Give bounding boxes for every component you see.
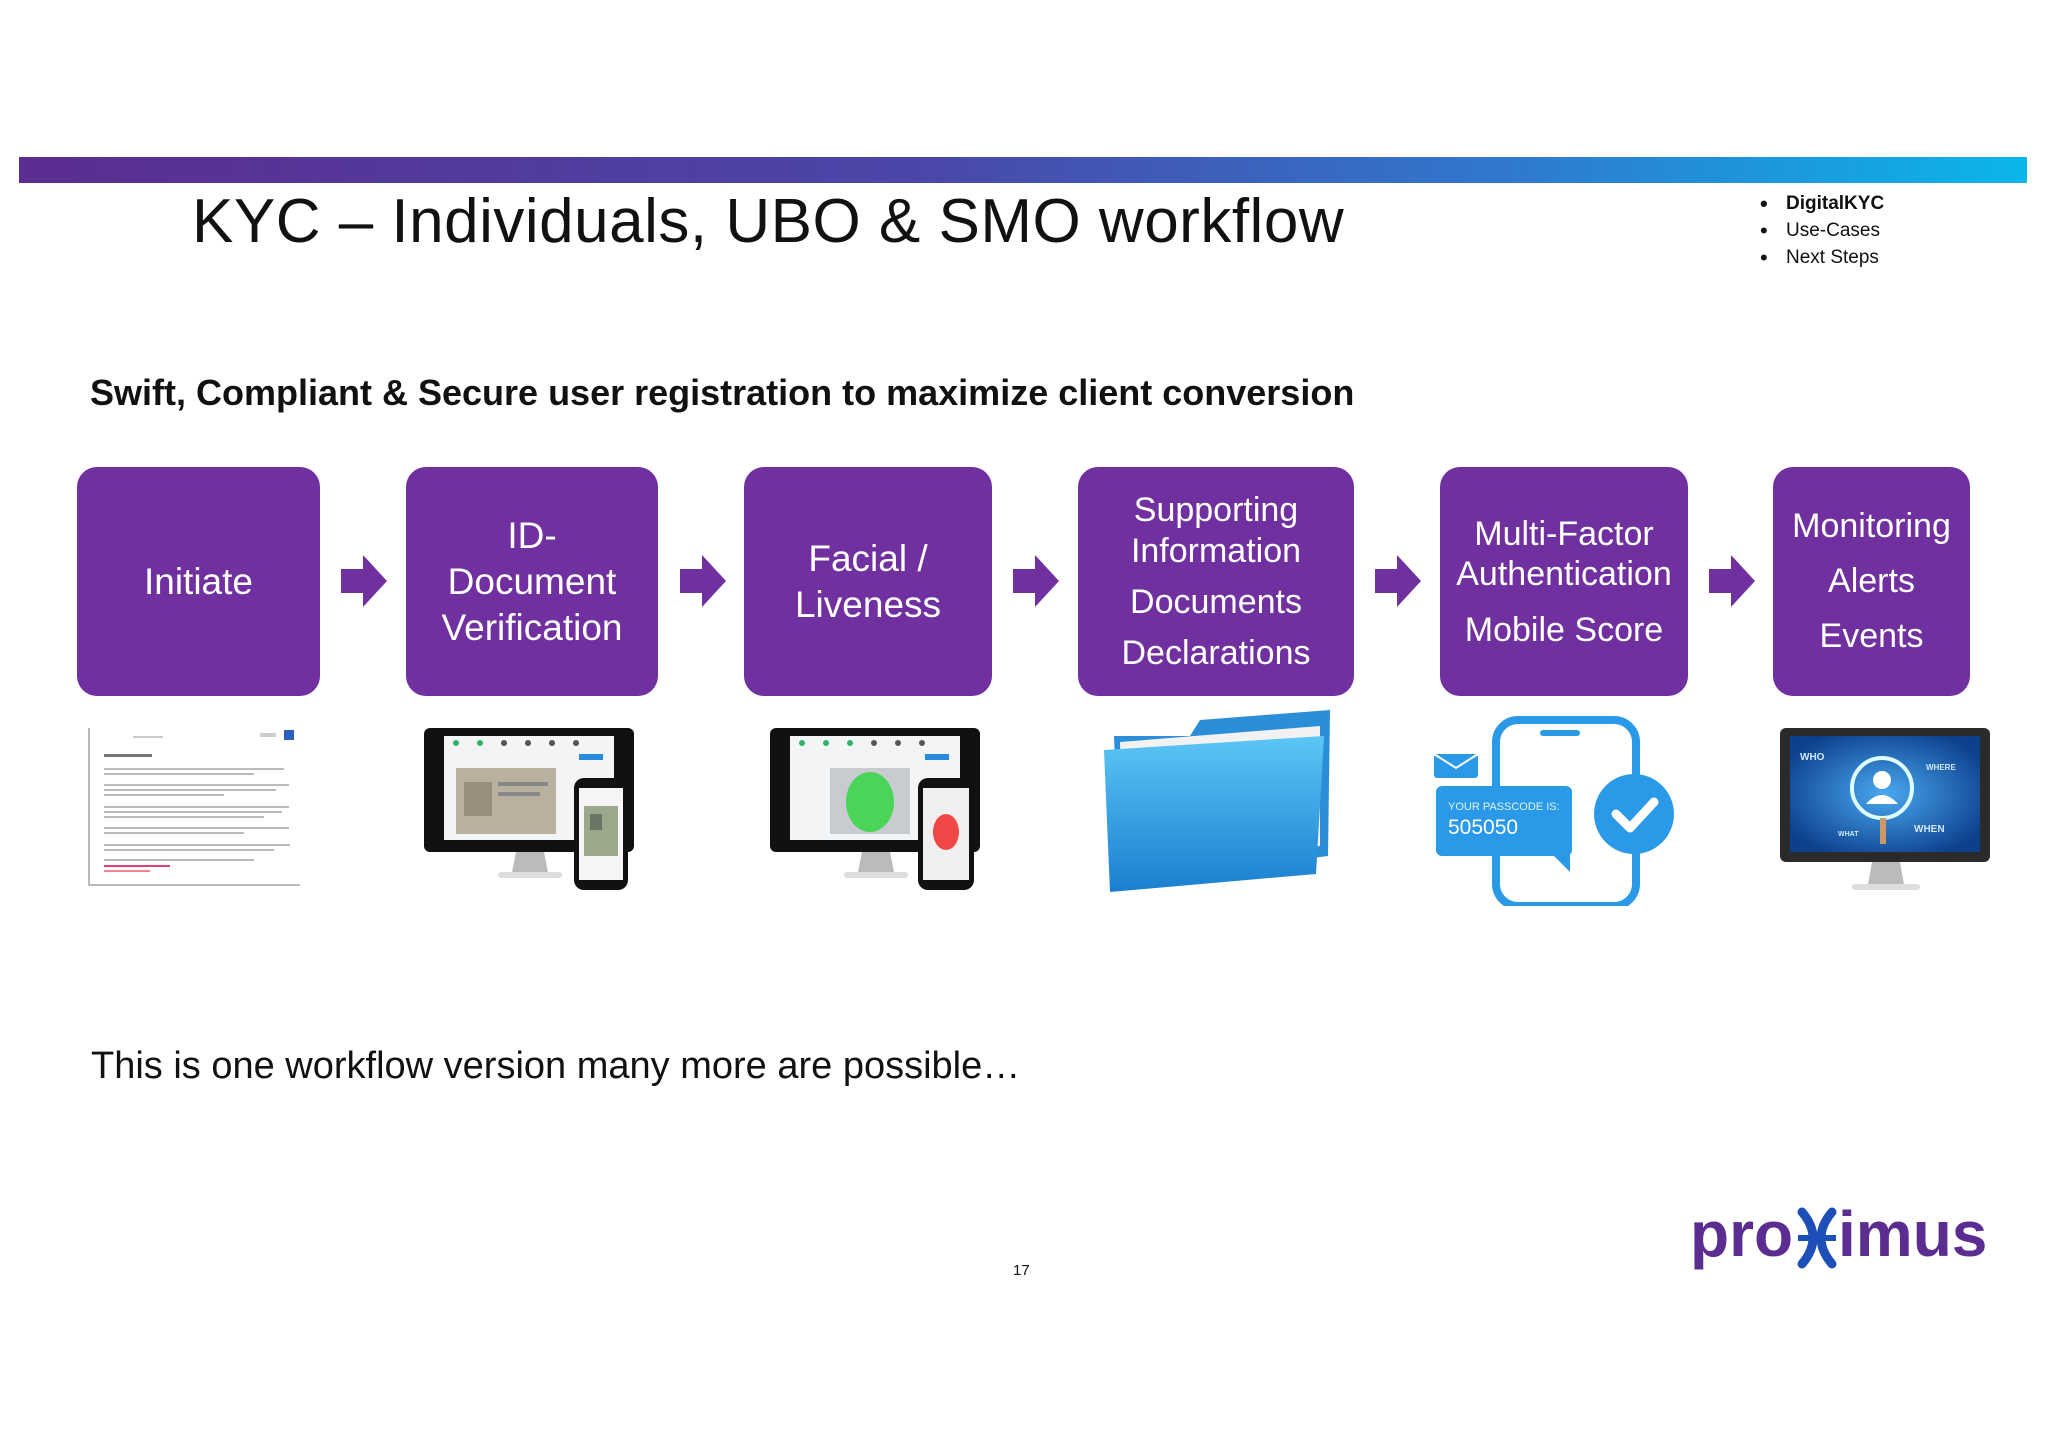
footnote-text: This is one workflow version many more a… (91, 1045, 1021, 1087)
monitor-word: WHERE (1926, 763, 1956, 772)
step-line: Liveness (794, 583, 942, 625)
step-line: Authentication (1456, 554, 1672, 593)
step-supporting-information: Supporting Information Documents Declara… (1078, 467, 1354, 696)
slide-subtitle: Swift, Compliant & Secure user registrat… (90, 372, 1355, 413)
page-number: 17 (1013, 1262, 1030, 1279)
step-line: Verification (441, 606, 623, 648)
nav-item-use-cases[interactable]: Use-Cases (1760, 217, 1884, 244)
facial-liveness-thumbnail (770, 728, 980, 890)
section-nav: DigitalKYC Use-Cases Next Steps (1760, 190, 1884, 271)
id-verification-thumbnail (424, 728, 634, 890)
terms-document-thumbnail (88, 728, 300, 886)
step-line: Information (1130, 531, 1302, 570)
proximus-logo: proximus pro imus (1690, 1198, 1987, 1270)
step-line: ID- (507, 514, 557, 556)
mfa-phone-thumbnail: YOUR PASSCODE IS: 505050 (1433, 716, 1674, 906)
step-id-document-verification: ID- Document Verification (406, 467, 658, 696)
svg-text:imus: imus (1838, 1198, 1987, 1270)
svg-text:pro: pro (1690, 1198, 1793, 1270)
step-line: Mobile Score (1464, 610, 1664, 649)
step-line: Documents (1130, 582, 1302, 621)
arrow-right-icon (1013, 555, 1059, 607)
monitor-word: WHAT (1838, 831, 1859, 838)
arrow-right-icon (1375, 555, 1421, 607)
step-line: Facial / (808, 537, 928, 579)
folder-icon (1104, 710, 1330, 892)
arrow-right-icon (1709, 555, 1755, 607)
arrow-right-icon (680, 555, 726, 607)
monitor-word: WHO (1800, 752, 1825, 763)
step-line: Declarations (1121, 633, 1311, 672)
arrow-right-icon (341, 555, 387, 607)
step-line: Supporting (1133, 490, 1299, 529)
step-line: Events (1819, 617, 1924, 655)
step-monitoring: Monitoring Alerts Events (1773, 467, 1970, 696)
step-line: Alerts (1828, 562, 1915, 600)
nav-item-next-steps[interactable]: Next Steps (1760, 244, 1884, 271)
step-line: Initiate (143, 560, 253, 602)
step-initiate: Initiate (77, 467, 320, 696)
step-line: Monitoring (1792, 507, 1951, 545)
step-line: Document (447, 560, 617, 602)
monitoring-screen-thumbnail: WHO WHERE WHAT WHEN (1780, 728, 1990, 890)
nav-item-digitalkyc[interactable]: DigitalKYC (1760, 190, 1884, 217)
slide-title: KYC – Individuals, UBO & SMO workflow (192, 187, 1345, 256)
passcode-value: 505050 (1448, 816, 1518, 839)
step-line: Multi-Factor (1474, 514, 1654, 553)
header-gradient-bar (19, 157, 2027, 183)
step-facial-liveness: Facial / Liveness (744, 467, 992, 696)
step-multi-factor-authentication: Multi-Factor Authentication Mobile Score (1440, 467, 1688, 696)
monitor-word: WHEN (1914, 824, 1945, 835)
passcode-label: YOUR PASSCODE IS: (1448, 801, 1560, 813)
